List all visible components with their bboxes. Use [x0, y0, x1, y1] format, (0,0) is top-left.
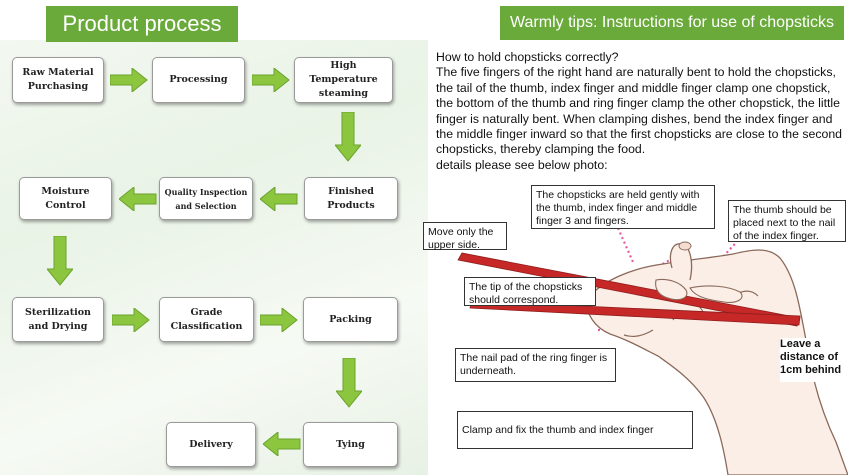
- step-processing: Processing: [152, 57, 245, 103]
- instructions-question: How to hold chopsticks correctly?: [436, 50, 619, 64]
- step-finished-products: Finished Products: [304, 177, 398, 220]
- arrow-left-icon: [119, 187, 157, 211]
- callout-thumb-nail: The thumb should be placed next to the n…: [728, 200, 846, 242]
- step-sterilization: Sterilization and Drying: [12, 297, 104, 342]
- callout-tip: The tip of the chopsticks should corresp…: [464, 277, 596, 306]
- instructions-header: Warmly tips: Instructions for use of cho…: [500, 6, 844, 40]
- callout-move-upper: Move only the upper side.: [423, 222, 507, 251]
- callout-leave-distance: Leave a distance of 1cm behind: [780, 338, 844, 382]
- hand-chopsticks-illustration: [457, 227, 848, 475]
- callout-ring-nail: The nail pad of the ring finger is under…: [455, 348, 616, 382]
- step-moisture-control: Moisture Control: [19, 177, 112, 220]
- instructions-text: How to hold chopsticks correctly? The fi…: [436, 50, 844, 173]
- arrow-right-icon: [260, 308, 298, 332]
- process-background: [0, 40, 428, 475]
- instructions-details: details please see below photo:: [436, 157, 608, 172]
- arrow-down-icon: [336, 358, 362, 408]
- step-grade-classification: Grade Classification: [159, 297, 254, 342]
- callout-clamp-fix: Clamp and fix the thumb and index finger: [457, 411, 693, 449]
- step-raw-material: Raw Material Purchasing: [12, 57, 104, 103]
- step-tying: Tying: [303, 422, 398, 467]
- arrow-right-icon: [112, 308, 150, 332]
- arrow-left-icon: [260, 187, 298, 211]
- callout-held-gently: The chopsticks are held gently with the …: [531, 185, 715, 229]
- arrow-right-icon: [252, 68, 290, 92]
- step-delivery: Delivery: [166, 422, 256, 467]
- arrow-left-icon: [263, 432, 301, 456]
- step-packing: Packing: [303, 297, 398, 342]
- thumb-icon: [655, 278, 688, 301]
- instructions-body: The five fingers of the right hand are n…: [436, 65, 843, 157]
- step-high-temperature: High Temperature steaming: [294, 57, 393, 103]
- arrow-down-icon: [335, 112, 361, 162]
- step-quality-inspection: Quality Inspection and Selection: [159, 177, 253, 220]
- finger-icon: [689, 285, 743, 303]
- arrow-down-icon: [47, 236, 73, 286]
- product-process-header: Product process: [46, 6, 238, 42]
- arrow-right-icon: [110, 68, 148, 92]
